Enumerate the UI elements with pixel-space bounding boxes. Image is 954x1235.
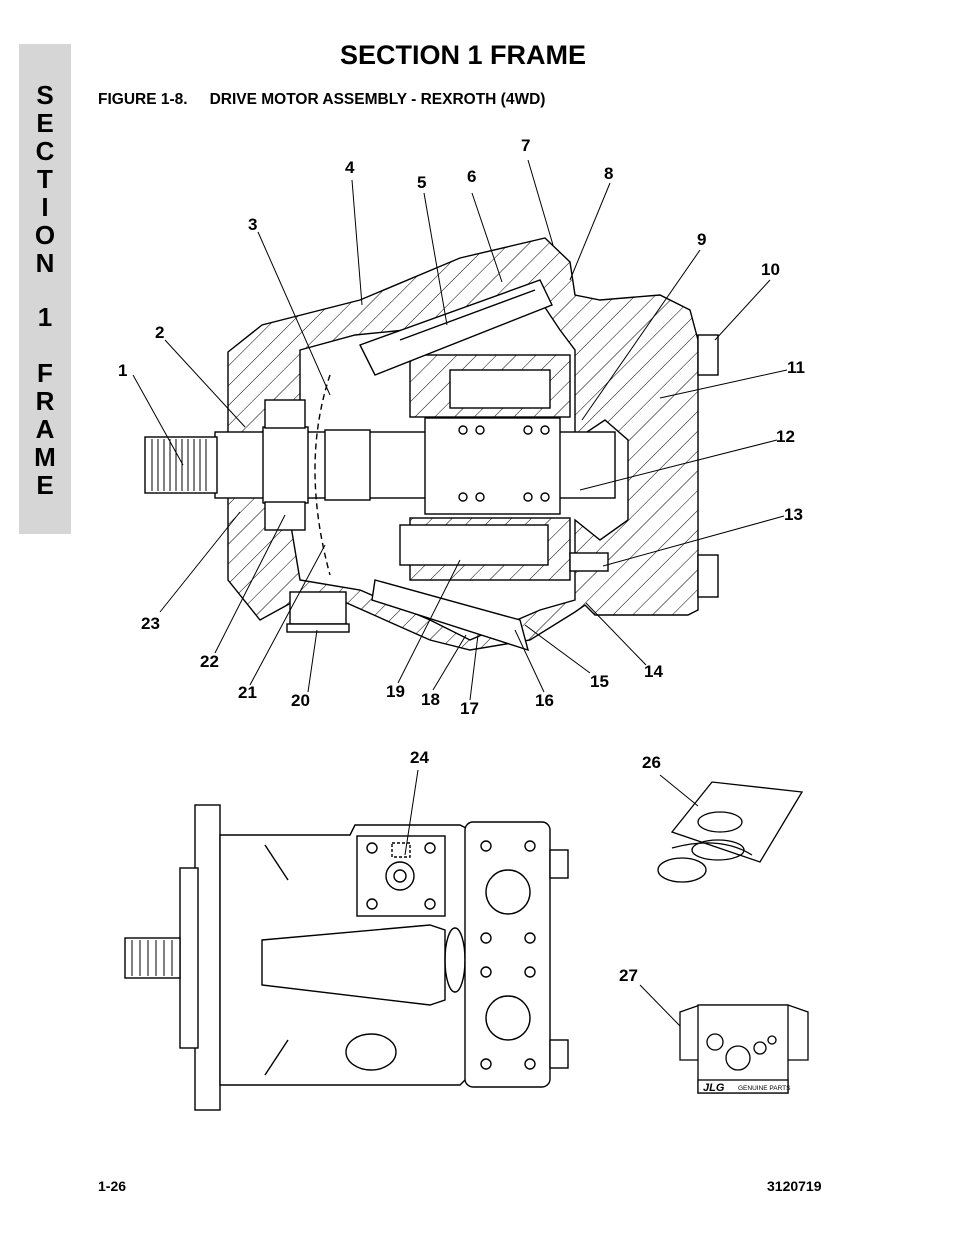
side-tab-letter: T: [37, 164, 53, 194]
callout-8: 8: [604, 164, 613, 183]
callout-12: 12: [776, 427, 795, 446]
callout-17: 17: [460, 699, 479, 718]
callout-11: 11: [787, 358, 805, 377]
callout-19: 19: [386, 682, 405, 701]
callout-21: 21: [238, 683, 257, 702]
callout-14: 14: [644, 662, 663, 681]
side-tab-letter: 1: [37, 302, 53, 332]
kit-label: GENUINE PARTS: [738, 1085, 791, 1092]
jlg-logo: JLG: [703, 1082, 725, 1094]
port-block: [289, 591, 347, 625]
callout-22: 22: [200, 652, 219, 671]
callout-6: 6: [467, 167, 476, 186]
side-tab-letter: E: [36, 470, 54, 500]
callout-26: 26: [642, 753, 661, 772]
page-number: 1-26: [98, 1178, 127, 1194]
cross-section-view: [144, 237, 719, 652]
side-tab-letter: E: [36, 108, 54, 138]
callout-20: 20: [291, 691, 310, 710]
side-tab-letter: O: [34, 220, 56, 250]
side-tab-letter: M: [34, 442, 56, 472]
parts-kit-box: [679, 1004, 809, 1094]
callout-16: 16: [535, 691, 554, 710]
callout-18: 18: [421, 690, 440, 709]
callout-4: 4: [345, 158, 355, 177]
callout-2: 2: [155, 323, 164, 342]
side-tab-letter: F: [37, 358, 53, 388]
callout-1: 1: [118, 361, 127, 380]
side-tab-letter: C: [35, 136, 55, 166]
side-tab-letter: R: [35, 386, 55, 416]
callout-5: 5: [417, 173, 426, 192]
callout-24: 24: [410, 748, 429, 767]
piston-upper: [449, 369, 551, 409]
callout-3: 3: [248, 215, 257, 234]
seal-kit-illustration: [657, 781, 804, 883]
callout-13: 13: [784, 505, 803, 524]
side-tab-letter: A: [35, 414, 55, 444]
document-number: 3120719: [767, 1178, 822, 1194]
callout-7: 7: [521, 136, 530, 155]
section-side-tab: S E C T I O N 1 F R A M E: [19, 44, 71, 534]
callout-23: 23: [141, 614, 160, 633]
callout-15: 15: [590, 672, 609, 691]
callout-27: 27: [619, 966, 638, 985]
callout-10: 10: [761, 260, 780, 279]
leader-lines-top: [132, 159, 788, 701]
side-tab-letter: N: [35, 248, 55, 278]
figure-caption: FIGURE 1-8. DRIVE MOTOR ASSEMBLY - REXROT…: [98, 91, 545, 109]
splined-shaft-end: [144, 436, 218, 494]
external-view: [124, 804, 569, 1111]
side-tab-letter: I: [41, 192, 49, 222]
piston-lower: [399, 524, 549, 566]
callout-9: 9: [697, 230, 706, 249]
figure-number: FIGURE 1-8.: [98, 91, 188, 108]
side-tab-letter: S: [36, 80, 54, 110]
page-title: SECTION 1 FRAME: [339, 40, 587, 70]
figure-title: DRIVE MOTOR ASSEMBLY - REXROTH (4WD): [209, 91, 546, 108]
